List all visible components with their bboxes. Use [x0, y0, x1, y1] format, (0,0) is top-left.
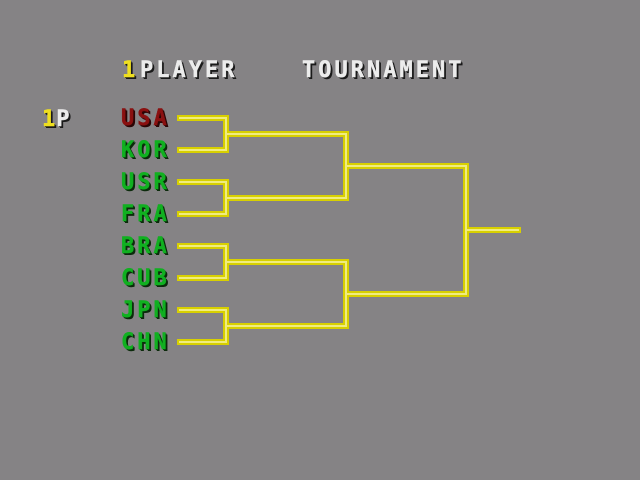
tournament-header: 1 PLAYER TOURNAMENT [0, 0, 640, 90]
player-marker-letter: P [56, 107, 73, 132]
bracket-lines-inner [179, 117, 519, 343]
tournament-title: TOURNAMENT [302, 58, 465, 83]
team-slot-3[interactable]: USR [121, 170, 170, 195]
team-slot-1[interactable]: USA [121, 106, 170, 131]
team-slot-2[interactable]: KOR [121, 138, 170, 163]
team-slot-4[interactable]: FRA [121, 202, 170, 227]
team-slot-8[interactable]: CHN [121, 330, 170, 355]
player-1-marker: 1P [42, 107, 73, 132]
team-slot-5[interactable]: BRA [121, 234, 170, 259]
player-count-number: 1 [122, 58, 139, 83]
player-mode-label: PLAYER [140, 58, 238, 83]
team-slot-6[interactable]: CUB [121, 266, 170, 291]
team-slot-7[interactable]: JPN [121, 298, 170, 323]
player-marker-number: 1 [42, 107, 59, 132]
